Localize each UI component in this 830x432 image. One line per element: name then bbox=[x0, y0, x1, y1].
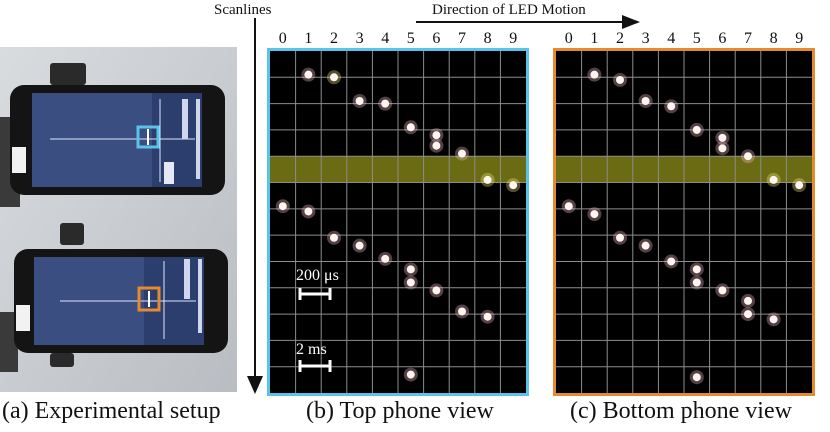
led-dot bbox=[667, 102, 676, 111]
column-number: 7 bbox=[458, 30, 466, 47]
led-dot bbox=[590, 70, 599, 79]
column-number: 3 bbox=[355, 30, 364, 47]
column-number: 0 bbox=[278, 30, 287, 47]
column-number: 5 bbox=[406, 30, 415, 47]
bottom-phone-view-panel bbox=[553, 48, 815, 396]
column-number: 3 bbox=[641, 30, 650, 47]
led-dot bbox=[381, 99, 390, 108]
led-dot bbox=[458, 149, 466, 158]
led-dot bbox=[406, 265, 415, 274]
column-number: 5 bbox=[692, 30, 701, 47]
column-number: 4 bbox=[667, 30, 676, 47]
led-dot bbox=[667, 257, 676, 266]
led-dot bbox=[744, 152, 752, 161]
led-dot bbox=[744, 296, 752, 305]
setup-photo bbox=[0, 47, 237, 392]
column-number: 6 bbox=[718, 30, 727, 47]
led-dot bbox=[692, 373, 701, 382]
led-dot bbox=[330, 73, 338, 82]
led-dot bbox=[718, 144, 727, 153]
caption-experimental-setup: (a) Experimental setup bbox=[2, 398, 221, 424]
scale-bar-200us bbox=[298, 288, 332, 300]
led-dot bbox=[769, 315, 778, 324]
scale-label-200us: 200 μs bbox=[296, 267, 339, 284]
scale-bar-2ms bbox=[298, 360, 332, 372]
led-dot bbox=[432, 131, 441, 140]
led-dot bbox=[509, 181, 518, 190]
led-dot bbox=[381, 254, 390, 263]
led-dot bbox=[278, 202, 287, 211]
column-number: 6 bbox=[432, 30, 441, 47]
column-number: 9 bbox=[795, 30, 804, 47]
direction-label: Direction of LED Motion bbox=[432, 2, 586, 18]
led-dot bbox=[330, 233, 338, 242]
top-phone-view-panel: 200 μs 2 ms bbox=[267, 48, 529, 396]
led-dot bbox=[769, 175, 778, 184]
led-dot bbox=[355, 241, 364, 250]
caption-top-phone-view: (b) Top phone view bbox=[306, 398, 494, 424]
top-view-grid bbox=[270, 51, 526, 393]
led-dot bbox=[432, 286, 441, 295]
led-dot bbox=[458, 307, 466, 316]
led-dot bbox=[692, 265, 701, 274]
scanlines-arrow bbox=[247, 18, 263, 394]
led-dot bbox=[406, 278, 415, 287]
led-dot bbox=[304, 207, 313, 216]
led-dot bbox=[406, 123, 415, 132]
led-dot bbox=[795, 181, 804, 190]
caption-bottom-phone-view: (c) Bottom phone view bbox=[570, 398, 792, 424]
column-number: 8 bbox=[769, 30, 778, 47]
bottom-view-grid bbox=[556, 51, 812, 393]
led-dot bbox=[744, 310, 752, 319]
led-dot bbox=[590, 210, 599, 219]
column-number: 9 bbox=[509, 30, 518, 47]
scale-label-2ms: 2 ms bbox=[296, 341, 327, 358]
led-dot bbox=[564, 202, 573, 211]
led-dot bbox=[355, 96, 364, 105]
led-dot bbox=[406, 370, 415, 379]
column-number: 7 bbox=[744, 30, 752, 47]
led-dot bbox=[432, 141, 441, 150]
column-number: 0 bbox=[564, 30, 573, 47]
led-dot bbox=[304, 70, 313, 79]
setup-photo-drawing bbox=[0, 47, 237, 392]
direction-arrow bbox=[416, 15, 640, 29]
led-dot bbox=[692, 125, 701, 134]
led-dot bbox=[616, 75, 624, 84]
led-dot bbox=[641, 96, 650, 105]
scanlines-label: Scanlines bbox=[214, 2, 272, 18]
led-dot bbox=[718, 286, 727, 295]
led-dot bbox=[718, 133, 727, 142]
led-dot bbox=[616, 233, 624, 242]
column-number: 1 bbox=[590, 30, 599, 47]
column-number: 2 bbox=[616, 30, 624, 47]
led-dot bbox=[641, 241, 650, 250]
led-dot bbox=[692, 278, 701, 287]
column-number: 4 bbox=[381, 30, 390, 47]
column-number: 8 bbox=[483, 30, 492, 47]
column-number: 1 bbox=[304, 30, 313, 47]
column-number: 2 bbox=[330, 30, 338, 47]
led-dot bbox=[483, 175, 492, 184]
led-dot bbox=[483, 312, 492, 321]
